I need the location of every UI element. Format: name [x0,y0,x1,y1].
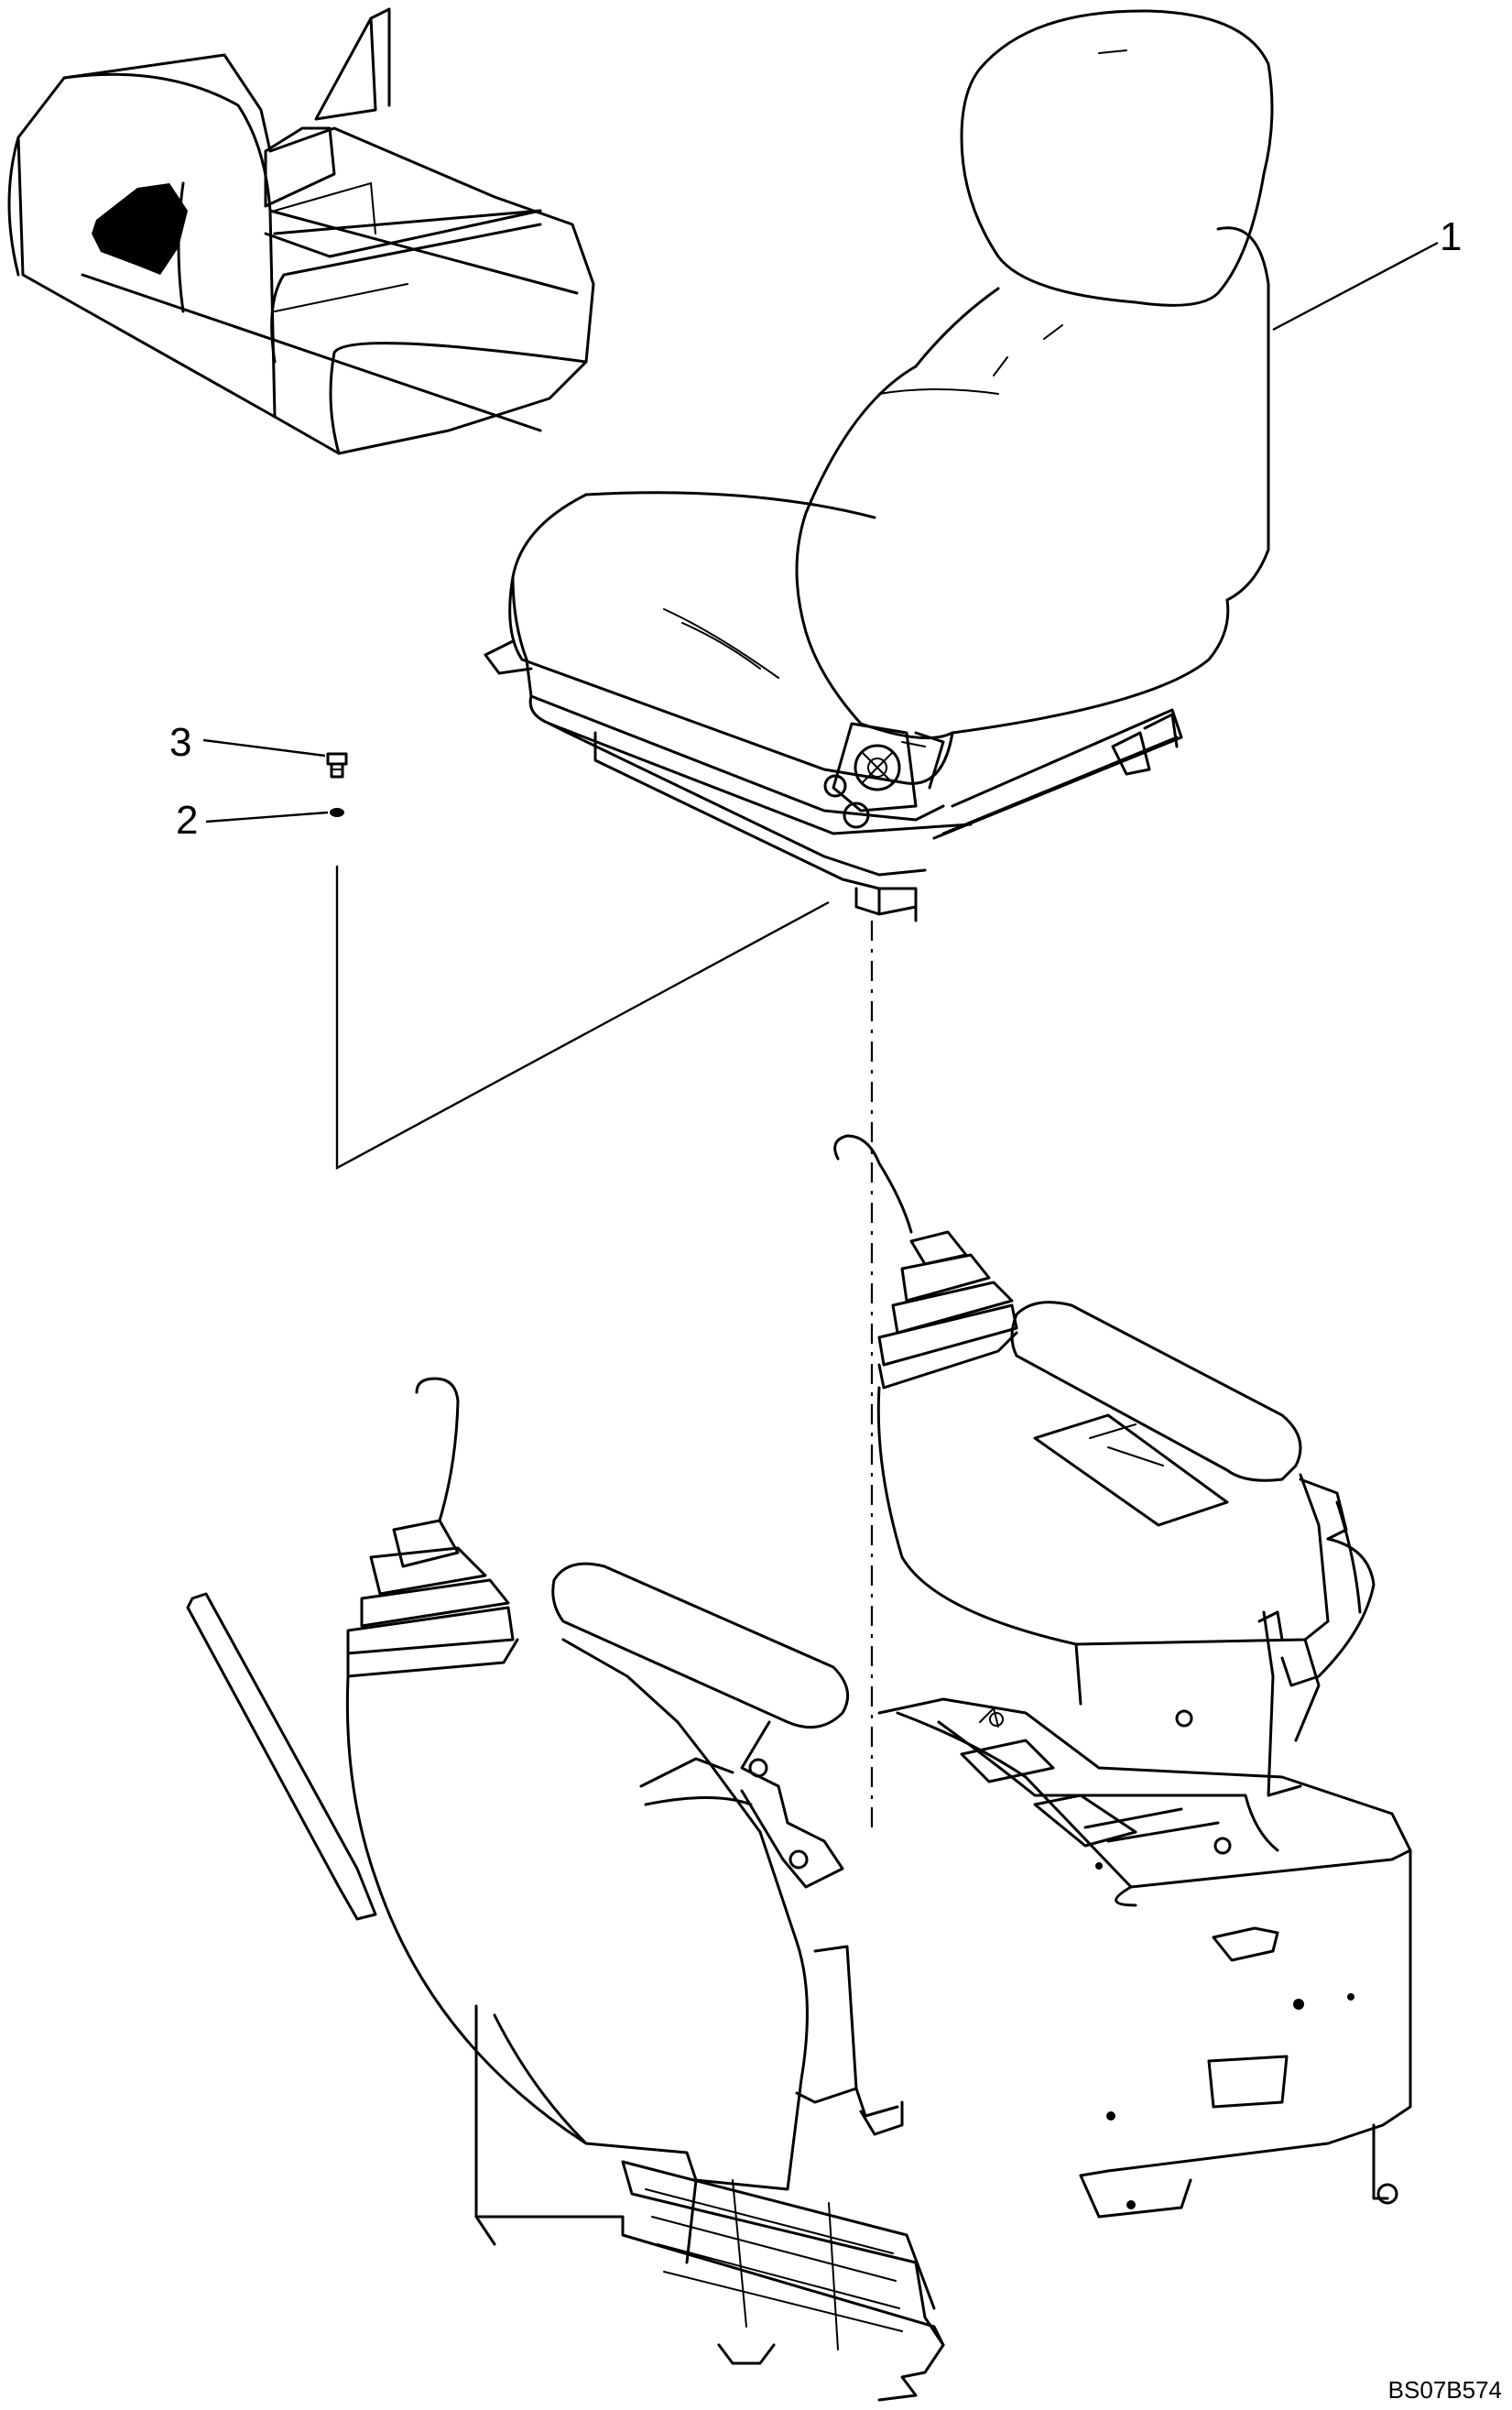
callout-label-1: 1 [1440,214,1462,259]
callout-label-3: 3 [169,720,191,765]
operator-seat [484,9,1274,922]
callout-leaders [202,241,1439,823]
callout-label-2: 2 [176,798,198,843]
operator-platform [186,1134,1412,2402]
assembly-lines [335,866,874,1832]
bolt-part [326,752,348,779]
locator-inset [7,7,595,455]
washer-part [330,808,344,817]
drawing-number: BS07B574 [1388,2376,1502,2404]
